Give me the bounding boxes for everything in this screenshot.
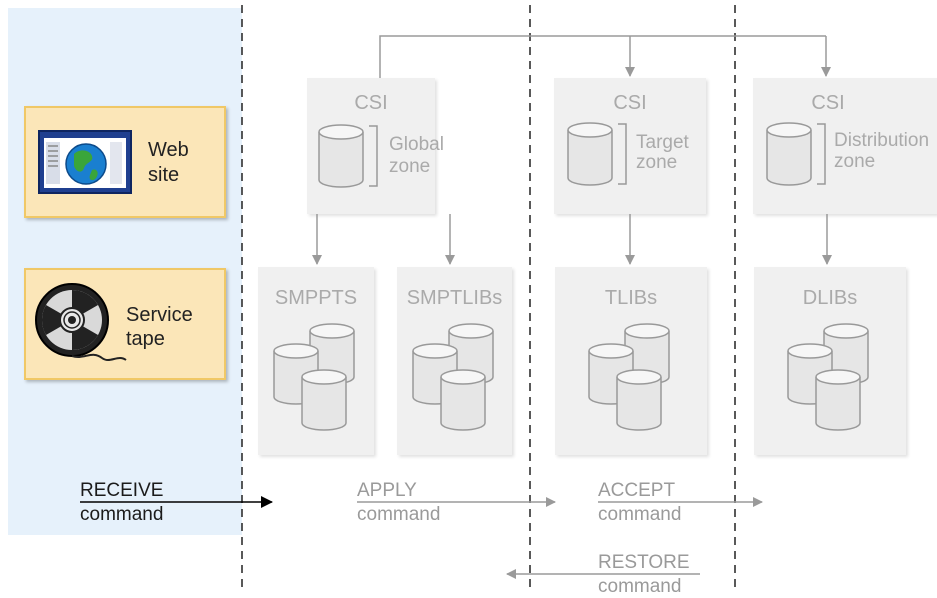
target-zone-label-line1: Target (636, 132, 689, 153)
restore-command-label-line2: command (598, 576, 682, 597)
receive-command-label-line2: command (80, 504, 164, 525)
service-tape-source: Service tape (24, 268, 226, 380)
dlibs-dataset-stack-icon (787, 323, 869, 431)
restore-command-label-line1: RESTORE (598, 552, 690, 573)
tlibs-dataset-stack-icon (588, 323, 670, 431)
web-site-label-line1: Web (148, 139, 189, 161)
target-zone-cylinder-icon (567, 122, 627, 186)
global-zone-cylinder-icon (318, 124, 378, 188)
tape-reel-icon (35, 283, 127, 361)
smptlibs-library-box: SMPTLIBs (397, 267, 512, 455)
smppts-dataset-stack-icon (273, 323, 355, 431)
apply-command-label-line2: command (357, 504, 441, 525)
receive-command-label-line1: RECEIVE (80, 480, 164, 501)
global-zone-label-line2: zone (389, 156, 431, 177)
distribution-zone-label-line1: Distribution (834, 130, 930, 151)
web-site-label-line2: site (148, 164, 180, 186)
web-site-globe-icon (38, 130, 132, 194)
smptlibs-library-title: SMPTLIBs (406, 287, 503, 309)
smptlibs-dataset-stack-icon (412, 323, 494, 431)
service-tape-label-line2: tape (126, 328, 165, 350)
accept-command-label-line2: command (598, 504, 682, 525)
distribution-zone-csi-title: CSI (811, 92, 845, 114)
global-zone-csi-box: CSI Global zone (307, 78, 444, 214)
tlibs-library-box: TLIBs (555, 267, 707, 455)
target-zone-csi-title: CSI (613, 92, 647, 114)
global-zone-label-line1: Global (389, 134, 444, 155)
web-site-source: Web site (24, 106, 226, 218)
dlibs-library-title: DLIBs (802, 287, 858, 309)
smppts-library-title: SMPPTS (274, 287, 358, 309)
target-zone-label-line2: zone (636, 152, 678, 173)
apply-command-label-line1: APPLY (357, 480, 417, 501)
global-zone-csi-title: CSI (354, 92, 388, 114)
tlibs-library-title: TLIBs (604, 287, 658, 309)
distribution-zone-csi-box: CSI Distribution zone (753, 78, 937, 214)
accept-command-label-line1: ACCEPT (598, 480, 676, 501)
service-tape-label-line1: Service (126, 304, 193, 326)
smppts-library-box: SMPPTS (258, 267, 374, 455)
zone-link-line (379, 35, 826, 78)
distribution-zone-label-line2: zone (834, 151, 876, 172)
target-zone-csi-box: CSI Target zone (554, 78, 706, 214)
dlibs-library-box: DLIBs (754, 267, 906, 455)
distribution-zone-cylinder-icon (766, 122, 826, 186)
